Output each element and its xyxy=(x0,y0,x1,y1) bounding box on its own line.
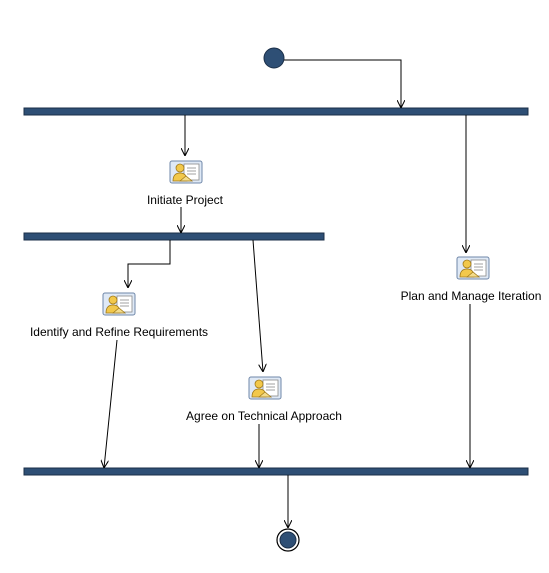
activity-agree-on-technical-approach[interactable]: Agree on Technical Approach xyxy=(186,376,342,423)
fork-bar-middle xyxy=(23,232,325,241)
activity-label: Initiate Project xyxy=(147,193,224,207)
activity-label: Identify and Refine Requirements xyxy=(30,325,208,339)
edge-fork-to-agree xyxy=(252,239,263,372)
activity-identify-and-refine-requirements[interactable]: Identify and Refine Requirements xyxy=(30,292,208,339)
activity-person-document-icon xyxy=(102,292,136,316)
activity-person-document-icon xyxy=(456,256,490,280)
activity-label: Agree on Technical Approach xyxy=(186,409,342,423)
initial-node xyxy=(263,47,285,69)
activity-initiate-project[interactable]: Initiate Project xyxy=(147,160,224,207)
activity-label: Plan and Manage Iteration xyxy=(401,289,542,303)
activity-person-document-icon xyxy=(248,376,282,400)
fork-bar-top xyxy=(23,107,529,116)
edge-start-to-fork xyxy=(284,59,401,108)
join-bar-bottom xyxy=(23,467,529,476)
final-node xyxy=(276,528,300,552)
activity-person-document-icon xyxy=(169,160,203,184)
edge-identify-to-join xyxy=(104,339,118,468)
edge-fork-to-identify xyxy=(128,240,171,288)
activity-plan-and-manage-iteration[interactable]: Plan and Manage Iteration xyxy=(401,256,542,303)
